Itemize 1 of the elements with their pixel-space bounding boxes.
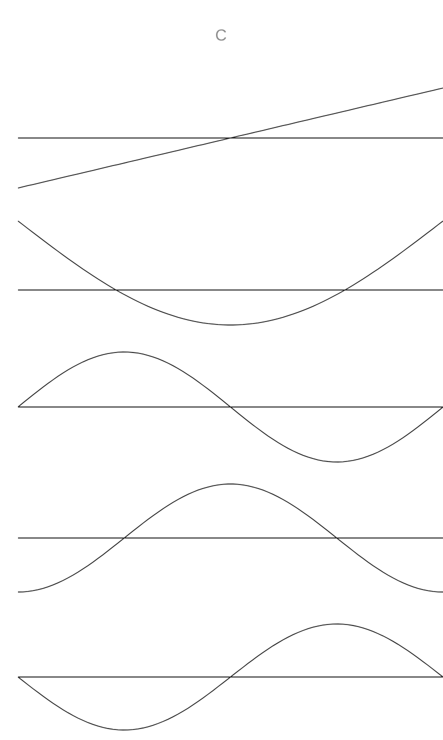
panel-label: C [216, 29, 226, 41]
